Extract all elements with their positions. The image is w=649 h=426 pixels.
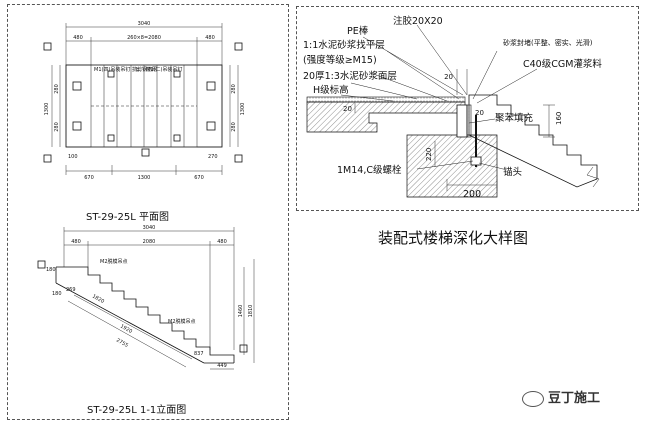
watermark-text: 豆丁施工: [548, 391, 601, 406]
dim-200: 200: [463, 189, 481, 200]
elev-misc-1: 180: [46, 267, 56, 273]
plan-dim-right-total: 1300: [240, 103, 246, 116]
watermark: 豆丁施工: [522, 387, 600, 407]
elev-misc-3: 269: [66, 287, 76, 293]
left-drawing-panel: 3040 480 260×8=2080 480: [7, 4, 289, 420]
plan-dim-right: 480: [205, 35, 215, 41]
dim-20c: 20: [343, 105, 352, 113]
detail-drawing-panel: PE棒 注胶20X20 1:1水泥砂浆找平层 (强度等级≥M15) 20厚1:3…: [296, 6, 639, 211]
plan-caption: ST-29-25L 平面图: [86, 212, 169, 223]
elevation-caption: ST-29-25L 1-1立面图: [87, 405, 187, 416]
plan-dim-right-b: 280: [231, 122, 237, 132]
elev-misc-2: 180: [52, 291, 62, 297]
precast-stair: [468, 94, 598, 188]
elev-dim-total: 3040: [143, 225, 156, 231]
plan-treads: [91, 65, 197, 147]
dim-220: 220: [425, 148, 433, 161]
label-grout: C40级CGM灌浆料: [523, 58, 602, 70]
elev-dim-mid: 2080: [143, 239, 156, 245]
plan-dim-left-a: 280: [54, 84, 60, 94]
detail-title: 装配式楼梯深化大样图: [378, 229, 529, 247]
label-bolt: 1M14,C级螺栓: [337, 164, 402, 176]
plan-dim-left-b: 280: [54, 122, 60, 132]
upper-slab: [306, 101, 466, 133]
plan-mark-100: 100: [68, 154, 78, 160]
plan-dim-bottom-1: 670: [84, 175, 94, 181]
label-filler: 聚苯填充: [495, 112, 534, 124]
label-mortar-fill: 1:1水泥砂浆找平层: [303, 39, 385, 51]
plan-dim-bottom-3: 670: [194, 175, 204, 181]
elev-dim-left: 480: [71, 239, 81, 245]
plan-dim-mid: 260×8=2080: [127, 35, 161, 41]
elev-slope-1: 2755: [115, 338, 129, 349]
elev-dim-v1: 1460: [238, 305, 244, 318]
elev-dim-v2: 1810: [248, 305, 254, 318]
plan-dim-left-total: 1300: [44, 103, 50, 116]
label-pe: PE棒: [347, 25, 369, 37]
detail-drawing-canvas: PE棒 注胶20X20 1:1水泥砂浆找平层 (强度等级≥M15) 20厚1:3…: [303, 15, 602, 200]
plan-label-2: M1(二)吊装吊钉: [146, 66, 182, 73]
plan-dim-right-a: 280: [231, 84, 237, 94]
filler-block: [456, 104, 468, 138]
anchor-head: [470, 156, 482, 166]
plan-label-1: M1(四)吊装吊钉 抗剪钢筋网: [94, 66, 157, 73]
elev-label-2: M2脱模吊点: [168, 318, 196, 325]
label-anchor: 锚头: [503, 166, 522, 178]
label-frame: H级标高: [313, 84, 349, 96]
leader-lines: [340, 24, 538, 170]
elev-stair-profile: [56, 266, 235, 363]
label-sealant: 注胶20X20: [393, 15, 443, 27]
mortar-screed: [306, 96, 466, 103]
elevation-view: 3040 480 2080 480 2755 1920 1820 837 M2脱…: [37, 225, 255, 370]
plan-dim-total: 3040: [138, 21, 151, 27]
elev-slope-2: 1920: [119, 324, 133, 335]
support-beam: [406, 134, 498, 198]
left-drawing-canvas: 3040 480 260×8=2080 480: [37, 21, 255, 370]
elev-dim-right: 480: [217, 239, 227, 245]
label-screed: 20厚1:3水泥砂浆面层: [303, 70, 397, 82]
elev-dim-bottom: 449: [217, 363, 227, 369]
plan-view: 3040 480 260×8=2080 480: [43, 21, 246, 181]
dim-20a: 20: [444, 73, 453, 81]
watermark-logo-icon: [522, 390, 544, 407]
plan-mark-270: 270: [208, 154, 218, 160]
elev-label-1: M2脱模吊点: [100, 258, 128, 265]
plan-mark-b: b: [136, 67, 139, 73]
elev-slope-4: 837: [194, 351, 204, 357]
plan-dim-left: 480: [73, 35, 83, 41]
dim-20b: 20: [475, 109, 484, 117]
label-strength: (强度等级≥M15): [303, 54, 377, 66]
dim-160: 160: [555, 112, 563, 125]
plan-dim-bottom-2: 1300: [138, 175, 151, 181]
detail-dims: [354, 69, 555, 191]
elev-slope-3: 1820: [91, 294, 105, 305]
label-seal: 砂浆封堵(平整、密实、光滑): [503, 38, 593, 47]
